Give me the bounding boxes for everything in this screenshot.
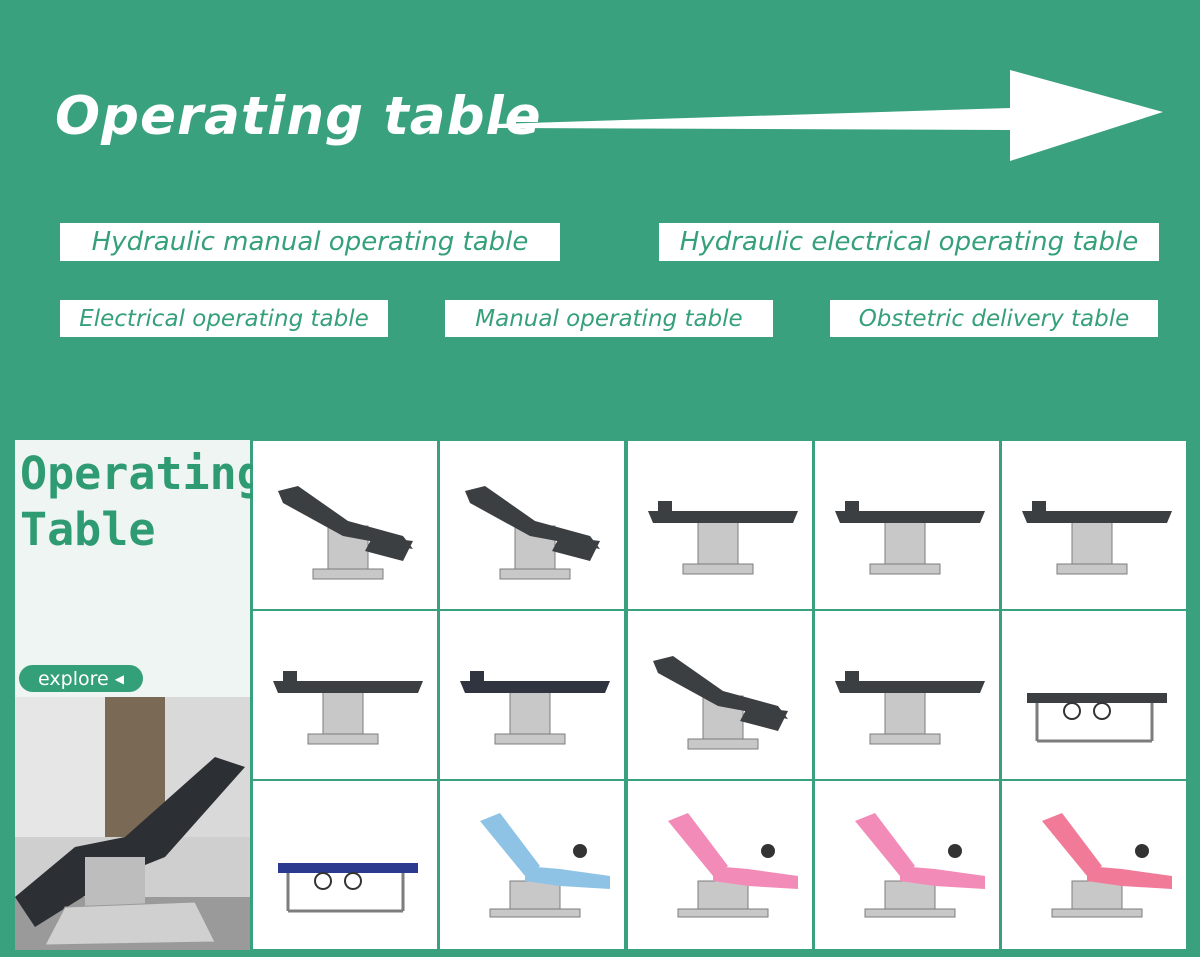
product-image [648, 501, 798, 575]
product-card[interactable] [253, 611, 437, 779]
product-image [1027, 693, 1167, 743]
category-electrical[interactable]: Electrical operating table [60, 300, 388, 337]
product-card[interactable] [628, 611, 812, 779]
product-image [278, 863, 418, 913]
product-image [668, 813, 798, 918]
category-obstetric[interactable]: Obstetric delivery table [830, 300, 1158, 337]
explore-button[interactable]: explore ◀ [19, 665, 143, 692]
product-card[interactable] [815, 781, 999, 949]
product-image [835, 671, 985, 745]
side-panel-title: Operating Table [20, 447, 264, 556]
product-card[interactable] [440, 611, 624, 779]
product-image [273, 671, 423, 745]
caret-left-icon: ◀ [114, 671, 124, 686]
product-image [480, 813, 610, 918]
product-image [835, 501, 985, 575]
operating-table-photo [15, 697, 250, 950]
category-hydraulic-manual[interactable]: Hydraulic manual operating table [60, 223, 560, 261]
product-card[interactable] [253, 441, 437, 609]
product-image [1022, 501, 1172, 575]
product-card[interactable] [1002, 611, 1186, 779]
page-title: Operating table [55, 86, 542, 147]
product-card[interactable] [253, 781, 437, 949]
banner: Operating table Hydraulic manual operati… [0, 0, 1200, 440]
product-image [465, 486, 600, 580]
product-card[interactable] [1002, 781, 1186, 949]
explore-label: explore [38, 667, 109, 690]
product-image [460, 671, 610, 745]
arrow-right-icon [495, 70, 1163, 161]
product-card[interactable] [815, 441, 999, 609]
product-image [1042, 813, 1172, 918]
category-hydraulic-electrical[interactable]: Hydraulic electrical operating table [659, 223, 1159, 261]
category-manual[interactable]: Manual operating table [445, 300, 773, 337]
product-card[interactable] [815, 611, 999, 779]
product-image [278, 486, 413, 580]
product-image [653, 656, 788, 750]
product-card[interactable] [440, 441, 624, 609]
featured-product-photo[interactable] [15, 697, 250, 950]
side-panel: Operating Table explore ◀ [15, 440, 264, 697]
product-image [855, 813, 985, 918]
product-card[interactable] [628, 441, 812, 609]
product-card[interactable] [440, 781, 624, 949]
product-card[interactable] [1002, 441, 1186, 609]
product-card[interactable] [628, 781, 812, 949]
